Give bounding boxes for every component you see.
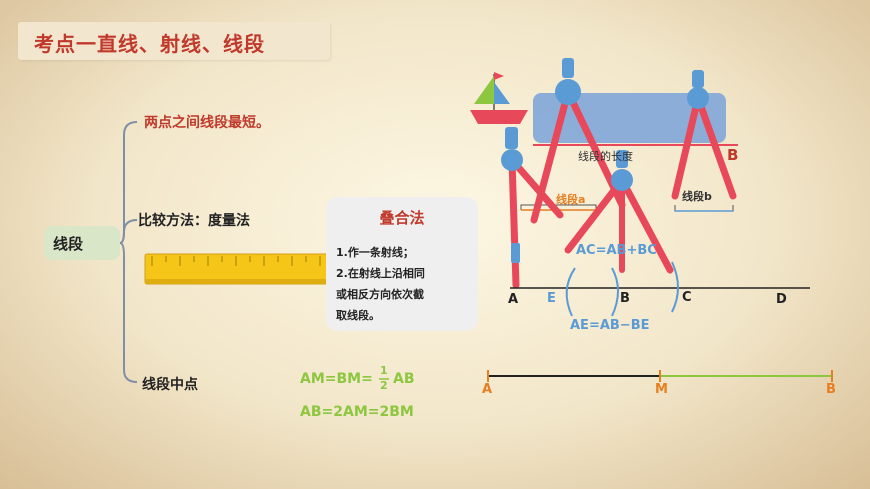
card-line-3: 或相反方向依次截 xyxy=(336,288,424,301)
card-line-2: 2.在射线上沿相同 xyxy=(336,267,425,280)
ruler-image xyxy=(144,253,364,285)
branch-compare-label: 比较方法：度量法 xyxy=(138,213,250,229)
compass-icon xyxy=(501,127,564,289)
ray-point-B: B xyxy=(620,291,630,306)
midpoint-formula-1-suffix: AB xyxy=(393,371,415,387)
card-line-4: 取线段。 xyxy=(336,309,380,322)
banner-text: 线段的长度 xyxy=(578,150,633,163)
root-label: 线段 xyxy=(53,235,84,253)
branch-line-bottom xyxy=(119,242,138,383)
mid-point-M: M xyxy=(655,382,668,397)
fraction-denominator: 2 xyxy=(380,379,388,392)
label-B-top: B xyxy=(727,146,739,164)
ray-point-A: A xyxy=(508,292,519,307)
compass-icon xyxy=(564,150,674,274)
diff-formula: AE=AB−BE xyxy=(570,318,650,333)
ray-point-E: E xyxy=(547,291,556,306)
card-title: 叠合法 xyxy=(379,209,425,227)
page-title: 考点一直线、射线、线段 xyxy=(34,32,265,56)
segment-b-label: 线段b xyxy=(682,190,712,203)
branch-shortest-label: 两点之间线段最短。 xyxy=(144,115,270,131)
midpoint-formula-2: AB=2AM=2BM xyxy=(300,404,414,420)
sum-formula: AC=AB+BC xyxy=(576,243,657,258)
segment-a-label: 线段a xyxy=(556,193,586,206)
boat-icon xyxy=(470,72,528,124)
overlap-method-card: 叠合法 1.作一条射线； 2.在射线上沿相同 或相反方向依次截 取线段。 xyxy=(326,197,478,331)
ray-point-C: C xyxy=(682,290,692,305)
branch-line-middle xyxy=(119,219,138,244)
mid-point-B: B xyxy=(826,382,836,397)
fraction-numerator: 1 xyxy=(380,364,388,377)
blue-banner xyxy=(533,93,726,143)
ray-point-D: D xyxy=(776,292,787,307)
mindmap-root-node: 线段 xyxy=(44,226,120,260)
title-banner: 考点一直线、射线、线段 xyxy=(18,22,330,60)
compass-icon xyxy=(671,70,737,200)
branch-line-top xyxy=(119,121,138,244)
card-line-1: 1.作一条射线； xyxy=(336,246,414,259)
mid-point-A: A xyxy=(482,382,493,397)
card-text: 1.作一条射线； 2.在射线上沿相同 或相反方向依次截 取线段。 xyxy=(336,242,472,326)
midpoint-formula-1-prefix: AM=BM= xyxy=(300,371,373,387)
branch-midpoint-label: 线段中点 xyxy=(142,377,198,393)
